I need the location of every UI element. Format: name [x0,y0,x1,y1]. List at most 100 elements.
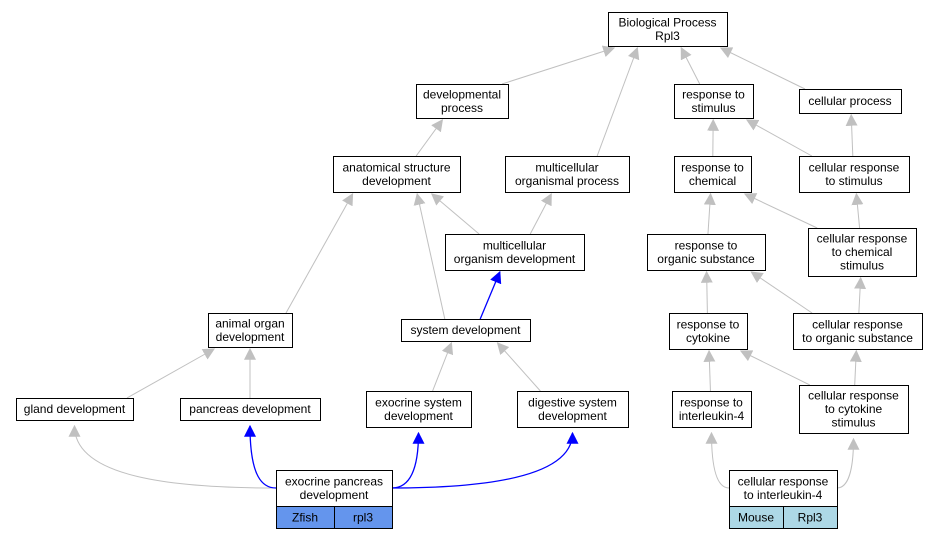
edge-line [700,270,713,314]
edge-cri4-to-rti4 [705,431,730,489]
edge-line [529,192,552,235]
edge-line [415,119,444,157]
node-label-line: cellular process [808,94,891,108]
edge-line [126,348,216,399]
node-gd[interactable]: gland development [16,398,134,421]
node-cp[interactable]: cellular process [799,89,902,114]
node-box [445,234,585,271]
node-box [799,385,909,434]
node-label-line: exocrine pancreas [285,474,383,488]
edge-esd-to-sd [432,341,454,392]
node-box [793,313,923,350]
edge-line [430,193,480,235]
edge-cros-to-crcs [854,276,867,314]
node-label-line: cytokine [686,331,730,345]
edge-dsd-to-sd [496,342,541,392]
edge-mod-to-mop [529,192,552,235]
node-label-line: to interleukin-4 [744,488,823,502]
node-pd[interactable]: pancreas development [180,398,321,421]
node-box [180,398,321,421]
node-label-line: to cytokine [825,402,883,416]
edge-cros-to-rtos [750,271,813,314]
edge-mod-to-asd [430,193,480,235]
edge-rtos-to-rtc [703,192,716,235]
edge-line [501,45,616,85]
node-label-line: organism development [454,252,576,266]
node-label-line: multicellular [535,160,598,174]
node-label-line: stimulus [831,416,875,430]
edge-aod-to-asd [285,192,354,314]
node-box [16,398,134,421]
edge-line [496,342,541,392]
edge-line [745,119,813,157]
species-cell: Mouse [729,506,784,529]
cell-label: Mouse [738,511,774,525]
edge-line [703,192,716,235]
node-label-line: Rpl3 [655,29,680,43]
edge-epd-to-dsd [391,431,579,489]
node-box [799,89,902,114]
edge-line [479,270,502,320]
edge-line [719,47,806,90]
edge-crcy-to-cros [849,349,862,386]
node-label-line: multicellular [483,238,546,252]
node-box [208,313,293,348]
node-label-line: stimulus [840,259,884,273]
node-label-line: digestive system [528,395,617,409]
node-box [366,391,472,428]
edge-crs-to-cp [845,113,858,157]
node-label-line: cellular response [817,232,908,246]
node-label-line: process [441,101,483,115]
node-box [729,470,838,507]
node-label-line: development [362,174,431,188]
node-label-line: stimulus [691,101,735,115]
edge-crs-to-rts [745,119,813,157]
edge-sd-to-asd [413,192,446,320]
node-box [608,12,728,47]
edge-line [391,431,579,489]
node-box [333,156,461,193]
node-label-line: system development [410,323,521,337]
node-label-line: cellular response [808,389,899,403]
edge-cri4-to-crcy [836,437,860,489]
edge-rti4-to-rtcy [703,349,716,392]
node-box [672,391,752,428]
cell-label: Zfish [292,511,318,525]
edge-gd-to-aod [126,348,216,399]
edge-line [851,192,864,229]
node-label-line: pancreas development [189,402,311,416]
edge-line [244,424,277,489]
edge-line [739,350,811,386]
node-box [517,391,629,428]
species-cell: Zfish [276,506,335,529]
edge-line [68,424,277,489]
node-sd[interactable]: system development [401,319,531,342]
node-label-line: cellular response [809,160,900,174]
edge-cp-to-bio [719,47,806,90]
edge-line [854,276,867,314]
node-box [647,234,766,271]
node-label-line: Biological Process [618,15,716,29]
node-box [416,84,509,119]
